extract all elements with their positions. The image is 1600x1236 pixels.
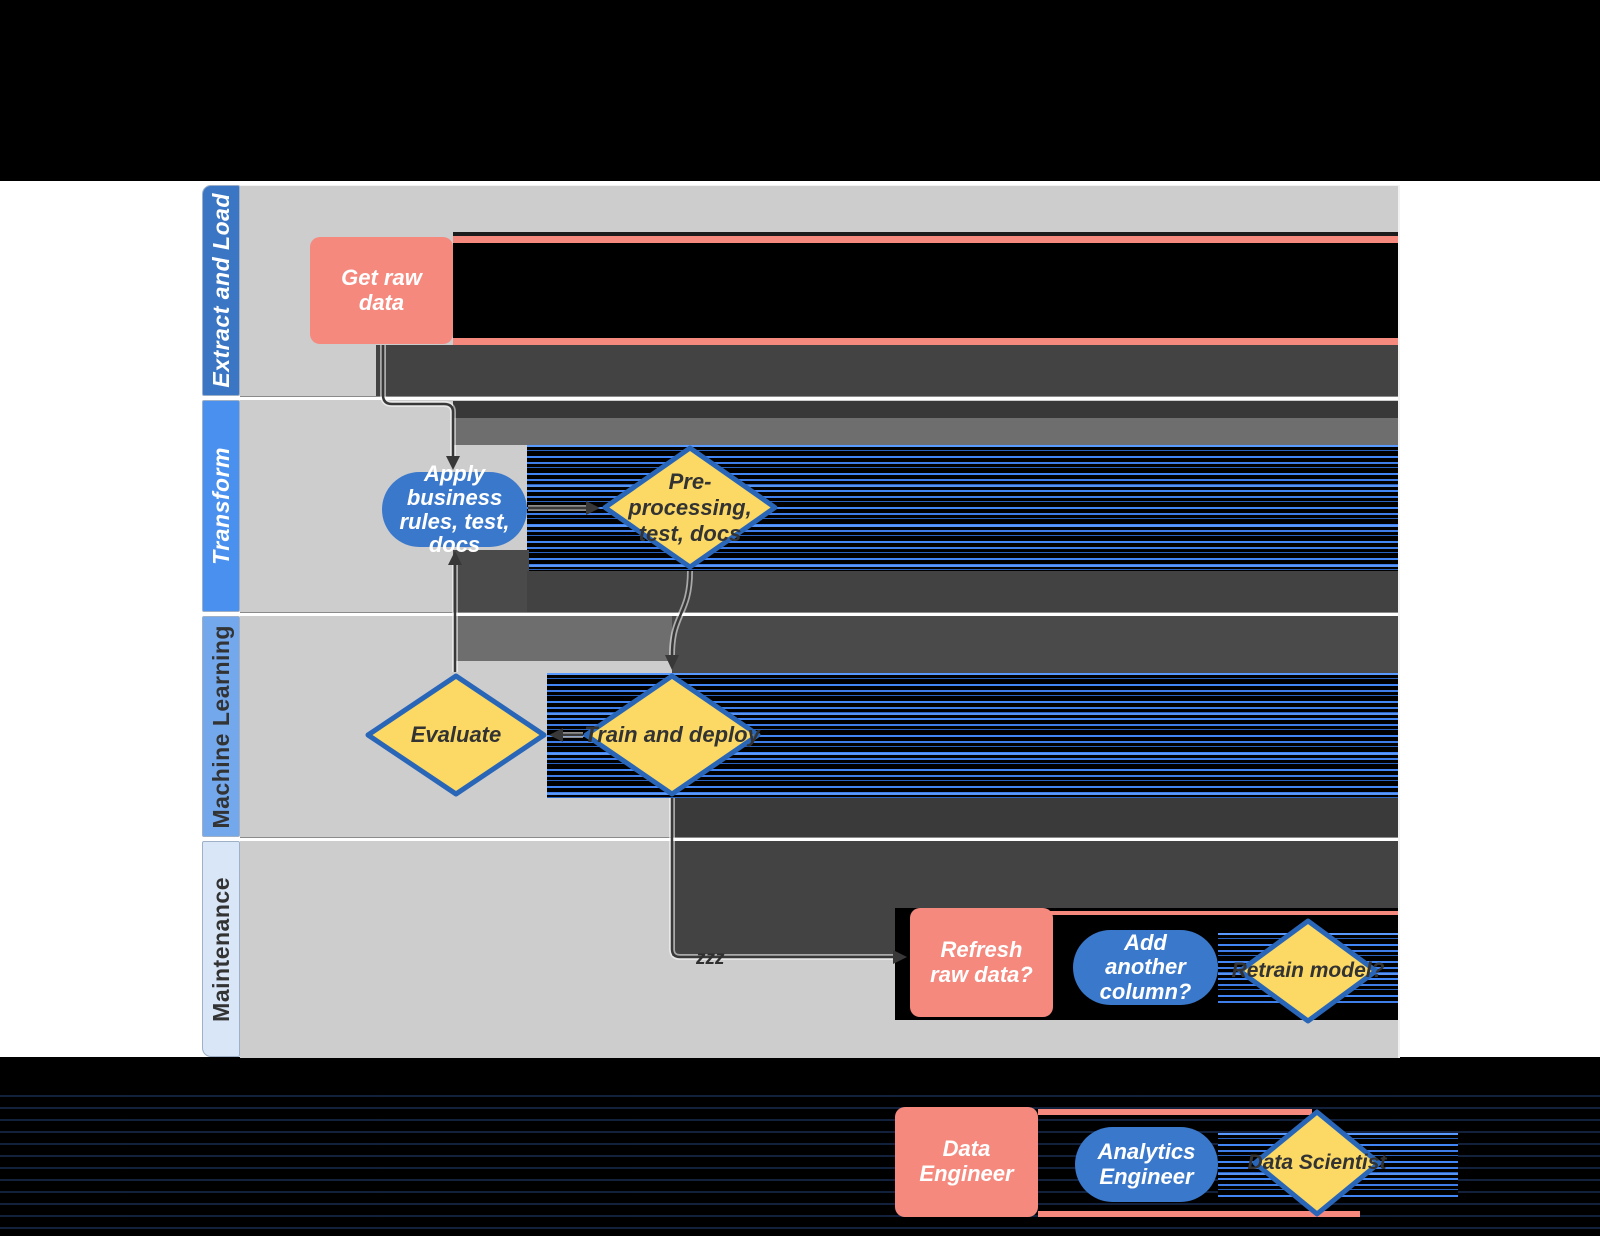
node-pre-processing[interactable]: Pre-processing, test, docs [602,445,778,570]
glitch-band [453,338,1398,345]
lane-boundary [240,612,1398,616]
glitch-band [527,571,1398,613]
glitch-band [453,550,529,613]
node-label: Retrain model? [1231,959,1385,982]
lane-boundary [240,837,1398,841]
node-apply-business-rules[interactable]: Apply business rules, test, docs [382,462,527,556]
legend-data-scientist[interactable]: Data Scientist [1248,1109,1386,1217]
node-train-and-deploy[interactable]: Train and deploy [583,673,761,797]
glitch-band [453,236,1398,243]
legend-label: Analytics Engineer [1097,1138,1196,1189]
glitch-band [1038,1109,1312,1115]
glitch-band [672,841,1398,908]
glitch-band [672,616,1398,673]
lane-header-transform[interactable]: Transform [202,400,240,612]
lane-label: Maintenance [207,876,234,1022]
node-label: Train and deploy [584,722,760,747]
node-get-raw-data[interactable]: Get raw data [310,237,453,344]
node-evaluate[interactable]: Evaluate [365,673,547,797]
node-label: Pre-processing, test, docs [628,468,752,546]
glitch-band [1038,911,1398,915]
node-refresh-raw-data[interactable]: Refresh raw data? [910,908,1053,1017]
lane-label: Machine Learning [207,624,234,829]
legend-data-engineer[interactable]: Data Engineer [895,1107,1038,1217]
glitch-band [672,798,1398,838]
glitch-band [453,418,1398,445]
lane-header-gap [202,612,240,616]
lane-header-gap [202,837,240,841]
glitch-band [672,908,898,956]
node-label: Add another column? [1099,929,1192,1004]
lane-header-gap [202,396,240,400]
lane-boundary [240,396,1398,400]
lane-label: Extract and Load [207,193,234,388]
lane-header-maintenance[interactable]: Maintenance [202,841,240,1057]
node-label: Apply business rules, test, docs [399,461,510,558]
legend-label: Data Scientist [1247,1151,1387,1174]
glitch-band [455,616,674,661]
legend-label: Data Engineer [919,1136,1014,1186]
glitch-band [1038,1211,1360,1217]
node-add-another-column[interactable]: Add another column? [1073,930,1218,1005]
glitch-band [453,243,1398,338]
glitch-band [453,401,1398,418]
lane-label: Transform [207,447,234,565]
node-label: Get raw data [341,264,422,315]
node-retrain-model[interactable]: Retrain model? [1232,918,1384,1024]
node-label: Evaluate [410,722,502,747]
lane-header-machine-learning[interactable]: Machine Learning [202,616,240,837]
node-label: Refresh raw data? [930,936,1033,987]
legend-analytics-engineer[interactable]: Analytics Engineer [1075,1127,1218,1202]
lane-header-extract-and-load[interactable]: Extract and Load [202,185,240,396]
glitch-band [376,345,1398,397]
glitch-band [453,232,1398,236]
